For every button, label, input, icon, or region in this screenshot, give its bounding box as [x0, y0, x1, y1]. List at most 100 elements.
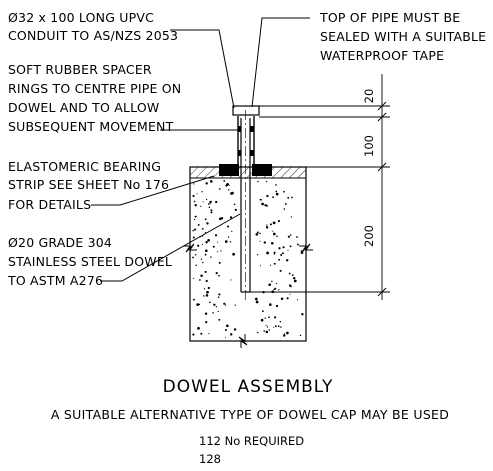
concrete-speckle — [217, 241, 219, 243]
concrete-speckle — [218, 261, 221, 264]
svg-text:TOP OF PIPE MUST BE: TOP OF PIPE MUST BE — [319, 10, 460, 25]
concrete-speckle — [256, 231, 259, 234]
concrete-speckle — [229, 216, 233, 219]
concrete-speckle — [296, 299, 299, 301]
concrete-speckle — [205, 241, 208, 244]
concrete-speckle — [255, 233, 259, 236]
concrete-speckle — [281, 252, 284, 255]
concrete-speckle — [275, 282, 278, 285]
concrete-speckle — [284, 202, 287, 205]
concrete-speckle — [301, 313, 304, 316]
concrete-speckle — [264, 204, 267, 207]
concrete-speckle — [210, 209, 213, 212]
concrete-speckle — [263, 330, 265, 332]
concrete-speckle — [205, 198, 208, 201]
concrete-speckle — [207, 286, 210, 290]
concrete-speckle — [232, 252, 235, 256]
concrete-speckle — [218, 318, 221, 321]
concrete-speckle — [201, 191, 203, 193]
concrete-speckle — [268, 329, 271, 331]
concrete-speckle — [272, 232, 276, 236]
drawing-subtitle: A SUITABLE ALTERNATIVE TYPE OF DOWEL CAP… — [51, 407, 449, 422]
concrete-speckle — [273, 253, 276, 255]
concrete-speckle — [218, 293, 221, 296]
break-line-right — [299, 243, 313, 253]
concrete-speckle — [192, 277, 194, 279]
concrete-speckle — [224, 304, 227, 306]
concrete-speckle — [204, 253, 207, 256]
required-note: 112 No REQUIRED — [199, 434, 304, 448]
concrete-speckle — [280, 326, 282, 328]
concrete-speckle — [200, 258, 203, 261]
svg-text:STRIP SEE SHEET No 176: STRIP SEE SHEET No 176 — [8, 177, 169, 192]
concrete-speckle — [207, 238, 210, 242]
svg-text:Ø20 GRADE 304: Ø20 GRADE 304 — [8, 235, 112, 250]
concrete-speckle — [278, 247, 281, 250]
concrete-speckle — [210, 180, 213, 183]
concrete-speckle — [200, 332, 203, 335]
svg-text:TO ASTM A276: TO ASTM A276 — [7, 273, 103, 288]
concrete-speckle — [273, 288, 275, 291]
concrete-speckle — [192, 256, 194, 259]
concrete-speckle — [273, 262, 276, 265]
concrete-speckle — [268, 316, 270, 319]
concrete-speckle — [286, 297, 289, 300]
concrete-speckle — [261, 202, 264, 206]
concrete-speckle — [230, 279, 232, 281]
label-dowel: Ø20 GRADE 304 STAINLESS STEEL DOWEL TO A… — [7, 235, 172, 288]
concrete-speckle — [195, 264, 197, 267]
concrete-speckle — [280, 254, 283, 256]
concrete-speckle — [205, 182, 208, 185]
concrete-speckle — [282, 246, 285, 249]
concrete-speckle — [268, 303, 272, 306]
concrete-speckle — [285, 259, 289, 262]
svg-text:SOFT RUBBER SPACER: SOFT RUBBER SPACER — [8, 62, 152, 77]
concrete-speckle — [257, 180, 259, 183]
concrete-speckle — [292, 276, 296, 280]
concrete-speckle — [201, 243, 204, 245]
concrete-speckle — [193, 183, 195, 185]
concrete-speckle — [273, 251, 276, 254]
stainless-dowel — [240, 110, 251, 300]
concrete-speckle — [202, 261, 204, 264]
concrete-speckle — [224, 337, 226, 339]
concrete-speckle — [233, 203, 236, 206]
concrete-speckle — [229, 333, 233, 336]
concrete-speckle — [217, 296, 220, 298]
concrete-speckle — [226, 183, 229, 186]
concrete-speckle — [275, 325, 277, 328]
concrete-speckle — [231, 191, 234, 195]
concrete-speckle — [288, 272, 291, 275]
concrete-speckle — [203, 288, 206, 290]
concrete-speckle — [290, 216, 292, 218]
concrete-speckle — [205, 279, 208, 283]
concrete-speckle — [194, 215, 197, 218]
concrete-speckle — [265, 324, 267, 326]
concrete-speckle — [223, 302, 226, 305]
concrete-speckle — [192, 194, 195, 198]
concrete-speckle — [228, 189, 230, 191]
concrete-speckle — [268, 283, 271, 286]
concrete-speckle — [266, 326, 269, 328]
concrete-speckle — [206, 222, 209, 225]
concrete-speckle — [259, 232, 261, 235]
concrete-speckle — [272, 221, 276, 225]
conduit-pipe — [237, 116, 255, 165]
concrete-speckle — [289, 293, 291, 295]
concrete-speckle — [194, 254, 197, 256]
concrete-speckle — [277, 325, 280, 328]
concrete-speckle — [204, 231, 206, 234]
concrete-speckle — [260, 199, 262, 201]
concrete-speckle — [255, 300, 259, 304]
concrete-speckle — [200, 205, 202, 207]
concrete-speckle — [275, 190, 278, 193]
concrete-speckle — [278, 258, 280, 261]
dim-200: 200 — [362, 225, 376, 247]
concrete-speckle — [210, 256, 212, 258]
svg-text:SUBSEQUENT MOVEMENT: SUBSEQUENT MOVEMENT — [8, 119, 174, 134]
concrete-speckle — [256, 331, 259, 334]
concrete-speckle — [271, 242, 274, 245]
concrete-block — [189, 166, 307, 342]
concrete-speckle — [269, 264, 272, 266]
